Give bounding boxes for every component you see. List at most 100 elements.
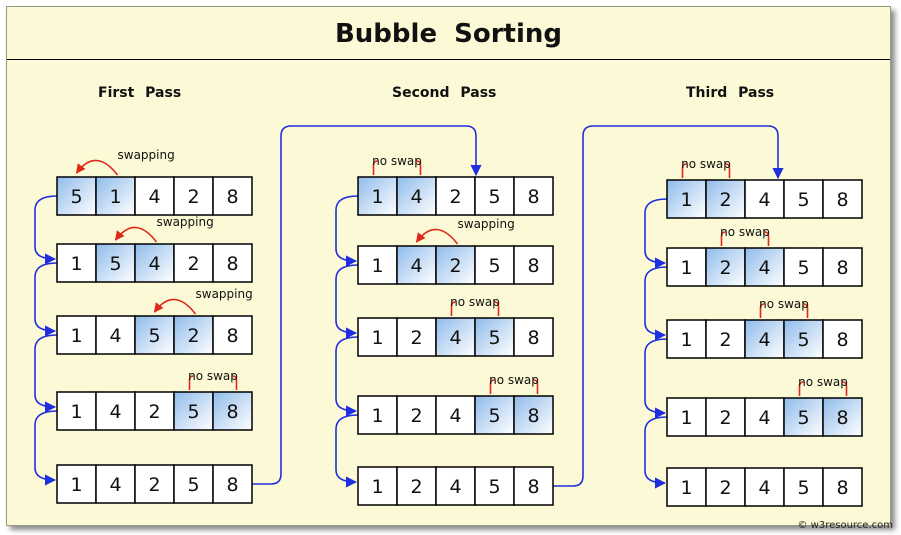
cell-value: 4 bbox=[109, 325, 121, 347]
array-cell bbox=[173, 243, 214, 283]
cell-value: 5 bbox=[797, 407, 809, 429]
cell-value: 2 bbox=[148, 474, 160, 496]
array-cell bbox=[822, 179, 863, 219]
swap-arrow bbox=[75, 159, 119, 176]
array-cell bbox=[212, 243, 253, 283]
diagram-title: Bubble Sorting bbox=[334, 19, 563, 49]
array-cell bbox=[56, 315, 97, 355]
step-connector-arrow bbox=[34, 410, 58, 486]
cell-value: 4 bbox=[449, 476, 461, 498]
cell-value: 2 bbox=[410, 327, 422, 349]
cell-value: 4 bbox=[109, 474, 121, 496]
array-cell bbox=[134, 176, 175, 216]
array-cell bbox=[744, 319, 785, 359]
step-connector-arrow bbox=[335, 336, 359, 417]
cell-value: 5 bbox=[488, 476, 500, 498]
cell-value: 5 bbox=[109, 253, 121, 275]
no-swap-label: no swap bbox=[720, 225, 770, 239]
array-cell bbox=[95, 315, 136, 355]
cell-value: 8 bbox=[836, 257, 848, 279]
array-cell bbox=[212, 315, 253, 355]
step-connector-arrow bbox=[644, 338, 668, 419]
array-cell bbox=[357, 245, 398, 285]
cell-value: 1 bbox=[680, 407, 692, 429]
array-cell bbox=[56, 464, 97, 504]
cell-value: 8 bbox=[226, 186, 238, 208]
cell-value: 2 bbox=[719, 477, 731, 499]
cell-value: 5 bbox=[797, 477, 809, 499]
array-cell bbox=[212, 176, 253, 216]
array-cell bbox=[95, 464, 136, 504]
cell-value: 4 bbox=[758, 257, 770, 279]
cell-value: 1 bbox=[680, 477, 692, 499]
pass-connector-arrow bbox=[553, 125, 784, 487]
cell-value: 4 bbox=[449, 405, 461, 427]
no-swap-label: no swap bbox=[681, 157, 731, 171]
cell-value: 5 bbox=[797, 189, 809, 211]
array-cell bbox=[783, 247, 824, 287]
no-swap-bracket bbox=[681, 163, 731, 178]
cell-value: 8 bbox=[226, 401, 238, 423]
title-divider bbox=[7, 59, 890, 60]
swap-label: swapping bbox=[157, 215, 214, 229]
array-cell bbox=[822, 319, 863, 359]
array-cell bbox=[435, 466, 476, 506]
step-connector-arrow bbox=[34, 334, 58, 413]
cell-value: 1 bbox=[680, 189, 692, 211]
cell-value: 2 bbox=[719, 329, 731, 351]
swap-arrow bbox=[153, 298, 197, 315]
cell-value: 1 bbox=[371, 186, 383, 208]
credit-text: © w3resource.com bbox=[797, 520, 893, 531]
array-cell bbox=[513, 317, 554, 357]
step-connector-arrow bbox=[34, 262, 58, 337]
array-cell bbox=[666, 319, 707, 359]
cell-value: 1 bbox=[371, 476, 383, 498]
no-swap-bracket bbox=[798, 381, 848, 396]
array-cell bbox=[95, 243, 136, 283]
cell-value: 4 bbox=[148, 186, 160, 208]
cell-value: 8 bbox=[836, 189, 848, 211]
array-cell bbox=[666, 179, 707, 219]
step-connector-arrow bbox=[335, 414, 359, 488]
array-cell bbox=[822, 247, 863, 287]
array-cell bbox=[666, 467, 707, 507]
cell-value: 4 bbox=[148, 253, 160, 275]
pass-label-first: First Pass bbox=[98, 85, 182, 101]
cell-value: 2 bbox=[719, 189, 731, 211]
no-swap-label: no swap bbox=[759, 297, 809, 311]
no-swap-label: no swap bbox=[450, 295, 500, 309]
array-cell bbox=[822, 467, 863, 507]
step-connector-arrow bbox=[644, 266, 668, 341]
cell-value: 8 bbox=[836, 477, 848, 499]
cell-value: 2 bbox=[449, 255, 461, 277]
array-cell bbox=[705, 179, 746, 219]
array-cell bbox=[396, 466, 437, 506]
cell-value: 5 bbox=[488, 186, 500, 208]
no-swap-bracket bbox=[759, 303, 809, 318]
cell-value: 4 bbox=[109, 401, 121, 423]
array-cell bbox=[513, 466, 554, 506]
swap-label: swapping bbox=[458, 217, 515, 231]
no-swap-label: no swap bbox=[489, 373, 539, 387]
cell-value: 8 bbox=[836, 329, 848, 351]
array-cell bbox=[173, 464, 214, 504]
array-cell bbox=[56, 391, 97, 431]
step-connector-arrow bbox=[34, 195, 58, 265]
step-connector-arrow bbox=[335, 195, 359, 267]
no-swap-label: no swap bbox=[798, 375, 848, 389]
cell-value: 1 bbox=[70, 401, 82, 423]
no-swap-bracket bbox=[188, 375, 238, 390]
cell-value: 1 bbox=[109, 186, 121, 208]
array-cell bbox=[95, 176, 136, 216]
array-cell bbox=[474, 317, 515, 357]
array-cell bbox=[435, 395, 476, 435]
array-cell bbox=[474, 245, 515, 285]
step-connector-arrow bbox=[335, 264, 359, 339]
